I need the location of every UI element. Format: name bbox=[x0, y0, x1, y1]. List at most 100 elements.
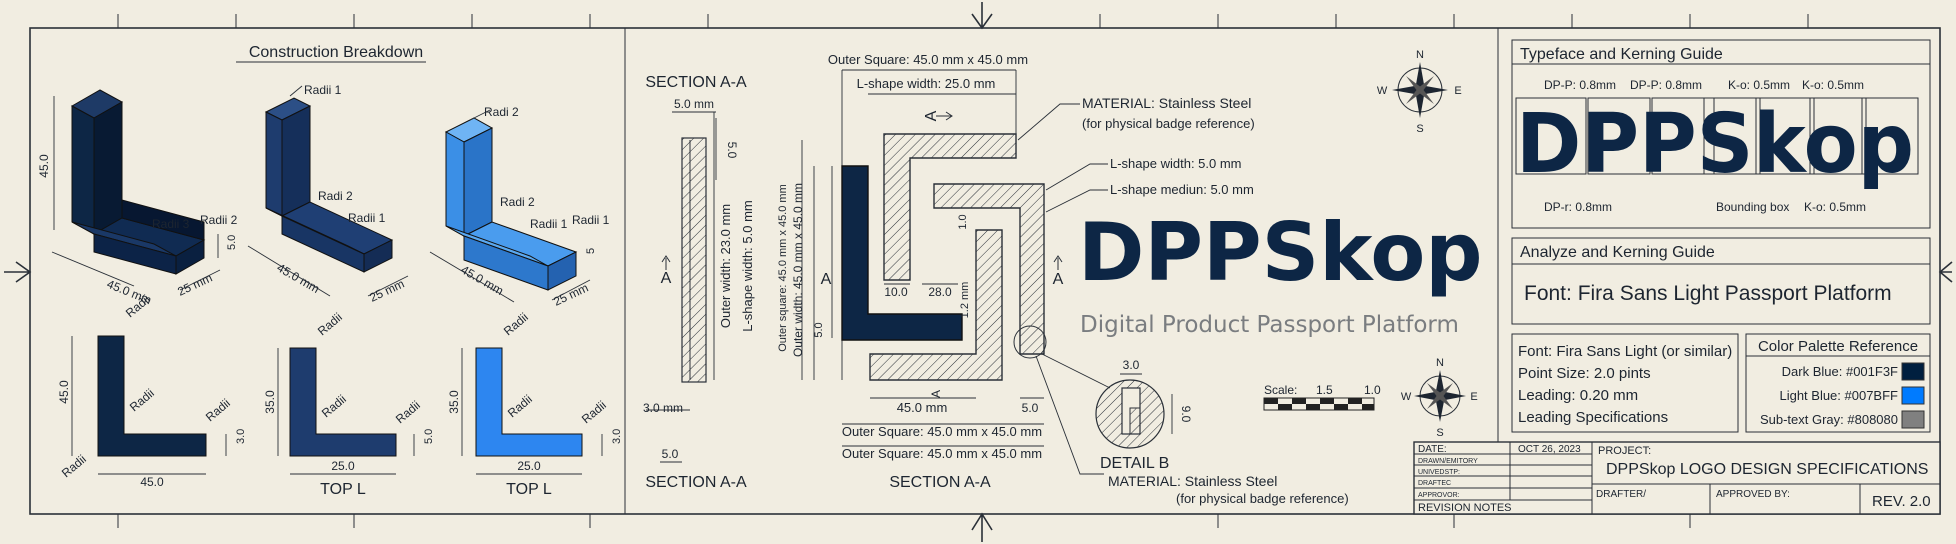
section-dim-bottom2: 5.0 bbox=[662, 447, 679, 461]
main-outer-square-b2: Outer Square: 45.0 mm x 45.0 mm bbox=[842, 446, 1042, 461]
tb-drafter: DRAFTER/ bbox=[1596, 489, 1646, 500]
iso-l-dark: 45.0 45.0 mm 25 mm 5.0 Radii 3 Radii 2 bbox=[37, 89, 238, 307]
tb-rev: REV. 2.0 bbox=[1872, 493, 1931, 510]
tb-date: OCT 26, 2023 bbox=[1518, 444, 1581, 455]
iso1-radii3: Radii 3 bbox=[152, 217, 190, 231]
scale-label: Scale: bbox=[1264, 383, 1297, 397]
main-outer-width-left: Outer width: 45.0 mm x 45.0 mm bbox=[791, 183, 805, 357]
kerning-wordmark: DPPSkop bbox=[1516, 97, 1914, 192]
iso2-radi2: Radi 2 bbox=[318, 189, 353, 203]
main-lshape-width-top: L-shape width: 25.0 mm bbox=[857, 76, 996, 91]
font-specs-panel: Font: Fira Sans Light (or similar) Point… bbox=[1511, 333, 1739, 433]
main-dim-12: 1.2 mm bbox=[959, 282, 971, 319]
color-palette-panel: Color Palette Reference Dark Blue: #001F… bbox=[1745, 333, 1931, 433]
flat2-thick-dim: 5.0 bbox=[423, 429, 435, 444]
section-aa-narrow: SECTION A-A 5.0 mm 5.0 Outer width: 23.0… bbox=[643, 74, 755, 491]
bounding-box-label: Bounding box bbox=[1716, 200, 1789, 214]
main-lshape-medium: L-shape mediun: 5.0 mm bbox=[1110, 182, 1254, 197]
tb-project: DPPSkop LOGO DESIGN SPECIFICATIONS bbox=[1606, 461, 1928, 478]
flat1-height-dim: 45.0 bbox=[57, 380, 71, 404]
flat3-width-dim: 25.0 bbox=[517, 459, 541, 473]
main-material: MATERIAL: Stainless Steel bbox=[1082, 95, 1251, 111]
compass-rose-bottom: N S E W bbox=[1401, 357, 1478, 439]
logo-text: DPPSkop bbox=[1078, 206, 1483, 299]
compass-e: E bbox=[1454, 85, 1461, 97]
tb-row-unived: UNIVEDSTP: bbox=[1418, 469, 1460, 476]
detail-dim-3: 3.0 bbox=[1123, 358, 1140, 372]
kern-dp-p-2: DP-P: 0.8mm bbox=[1630, 78, 1702, 92]
compass2-e: E bbox=[1470, 391, 1477, 403]
tb-row-draftec: DRAFTEC bbox=[1418, 480, 1451, 487]
center-mark-left bbox=[4, 261, 32, 283]
analyze-guide-panel: Analyze and Kerning Guide Font: Fira San… bbox=[1511, 237, 1931, 325]
palette-title: Color Palette Reference bbox=[1758, 338, 1918, 355]
main-section-title-bottom: SECTION A-A bbox=[889, 474, 991, 491]
typeface-title: Typeface and Kerning Guide bbox=[1520, 46, 1723, 63]
frame-ticks bbox=[117, 14, 1809, 528]
compass-w: W bbox=[1377, 85, 1388, 97]
center-mark-bottom bbox=[971, 512, 993, 542]
flat1-radii-b: Radii bbox=[127, 386, 157, 414]
main-dim-5-left: 5.0 bbox=[813, 322, 825, 337]
detail-b: 3.0 9.0 DETAIL B MATERIAL: Stainless Ste… bbox=[1095, 358, 1349, 506]
analyze-title: Analyze and Kerning Guide bbox=[1520, 244, 1715, 261]
iso3-radi2a: Radi 2 bbox=[484, 105, 519, 119]
center-mark-top bbox=[971, 2, 993, 30]
flat1-width-dim: 45.0 bbox=[140, 475, 164, 489]
tb-approved: APPROVED BY: bbox=[1716, 489, 1790, 500]
iso3-radi2b: Radi 2 bbox=[500, 195, 535, 209]
flat3-thick-dim: 3.0 bbox=[611, 429, 623, 444]
kern-k-o-2: K-o: 0.5mm bbox=[1802, 78, 1864, 92]
scale-v1: 1.5 bbox=[1316, 383, 1333, 397]
iso2-radii1a: Radii 1 bbox=[304, 83, 342, 97]
title-block: DATE: OCT 26, 2023 DRAWN/EMITORY UNIVEDS… bbox=[1413, 441, 1941, 515]
flat2-height-dim: 35.0 bbox=[263, 390, 277, 414]
tb-row-approvor: APPROVOR: bbox=[1418, 492, 1460, 499]
detail-material-sub: (for physical badge reference) bbox=[1176, 491, 1349, 506]
bounding-boxes bbox=[1515, 97, 1919, 175]
kern-dp-p-1: DP-P: 0.8mm bbox=[1544, 78, 1616, 92]
analyze-font: Font: Fira Sans Light Passport Platform bbox=[1524, 282, 1892, 305]
drawing-frame bbox=[4, 2, 1953, 542]
flat-l-1: 45.0 45.0 3.0 Radii Radii Radii Radii bbox=[57, 292, 247, 489]
flat3-radii-c: Radii bbox=[579, 398, 609, 426]
flat1-radii-d: Radii bbox=[59, 452, 89, 480]
tb-revision-notes: REVISION NOTES bbox=[1418, 502, 1512, 514]
main-dim-5-right: 5.0 bbox=[1022, 401, 1039, 415]
construction-breakdown: Construction Breakdown 45.0 45.0 mm 25 m… bbox=[37, 44, 623, 498]
typeface-guide-panel: Typeface and Kerning Guide DP-P: 0.8mm D… bbox=[1511, 39, 1931, 229]
l-shape-solid bbox=[841, 165, 963, 341]
iso2-depth-dim: 25 mm bbox=[367, 277, 406, 305]
compass-s: S bbox=[1416, 123, 1423, 135]
section-dim-bottom: 3.0 mm bbox=[643, 401, 683, 415]
iso-l-light: 45.0 mm 25 mm Radi 2 Radi 2 Radii 1 Radi… bbox=[429, 105, 610, 309]
iso1-depth-dim: 25 mm bbox=[175, 271, 214, 299]
spec-leading-specs: Leading Specifications bbox=[1518, 409, 1668, 426]
compass2-n: N bbox=[1436, 357, 1444, 369]
main-arrow-a-left: A bbox=[821, 271, 832, 288]
flat2-width-dim: 25.0 bbox=[331, 459, 355, 473]
spec-font: Font: Fira Sans Light (or similar) bbox=[1518, 343, 1732, 360]
detail-dim-9: 9.0 bbox=[1179, 406, 1193, 423]
main-dim-45: 45.0 mm bbox=[897, 400, 948, 415]
swatch-sub-gray bbox=[1901, 410, 1925, 429]
construction-title: Construction Breakdown bbox=[249, 44, 423, 61]
main-arrow-a-right: A bbox=[1053, 271, 1064, 288]
section-arrow-a: A bbox=[661, 270, 672, 287]
iso2-width-dim: 45.0 mm bbox=[275, 260, 322, 295]
flat3-radii-a: Radii bbox=[501, 310, 531, 338]
main-outer-square-top: Outer Square: 45.0 mm x 45.0 mm bbox=[828, 52, 1028, 67]
flat2-radii-c: Radii bbox=[393, 398, 423, 426]
flat2-label: TOP L bbox=[320, 481, 366, 498]
section-profile bbox=[681, 137, 707, 383]
compass2-w: W bbox=[1401, 391, 1412, 403]
main-outer-square-b1: Outer Square: 45.0 mm x 45.0 mm bbox=[842, 424, 1042, 439]
main-material-sub: (for physical badge reference) bbox=[1082, 116, 1255, 131]
scale-v2: 1.0 bbox=[1364, 383, 1381, 397]
flat2-radii-a: Radii bbox=[315, 310, 345, 338]
scale-bar: Scale: 1.5 1.0 bbox=[1263, 383, 1381, 411]
section-title-bottom: SECTION A-A bbox=[645, 474, 747, 491]
main-dim-1: 1.0 bbox=[957, 214, 969, 229]
flat-l-2: 35.0 25.0 5.0 TOP L Radii Radii Radii bbox=[263, 310, 435, 498]
